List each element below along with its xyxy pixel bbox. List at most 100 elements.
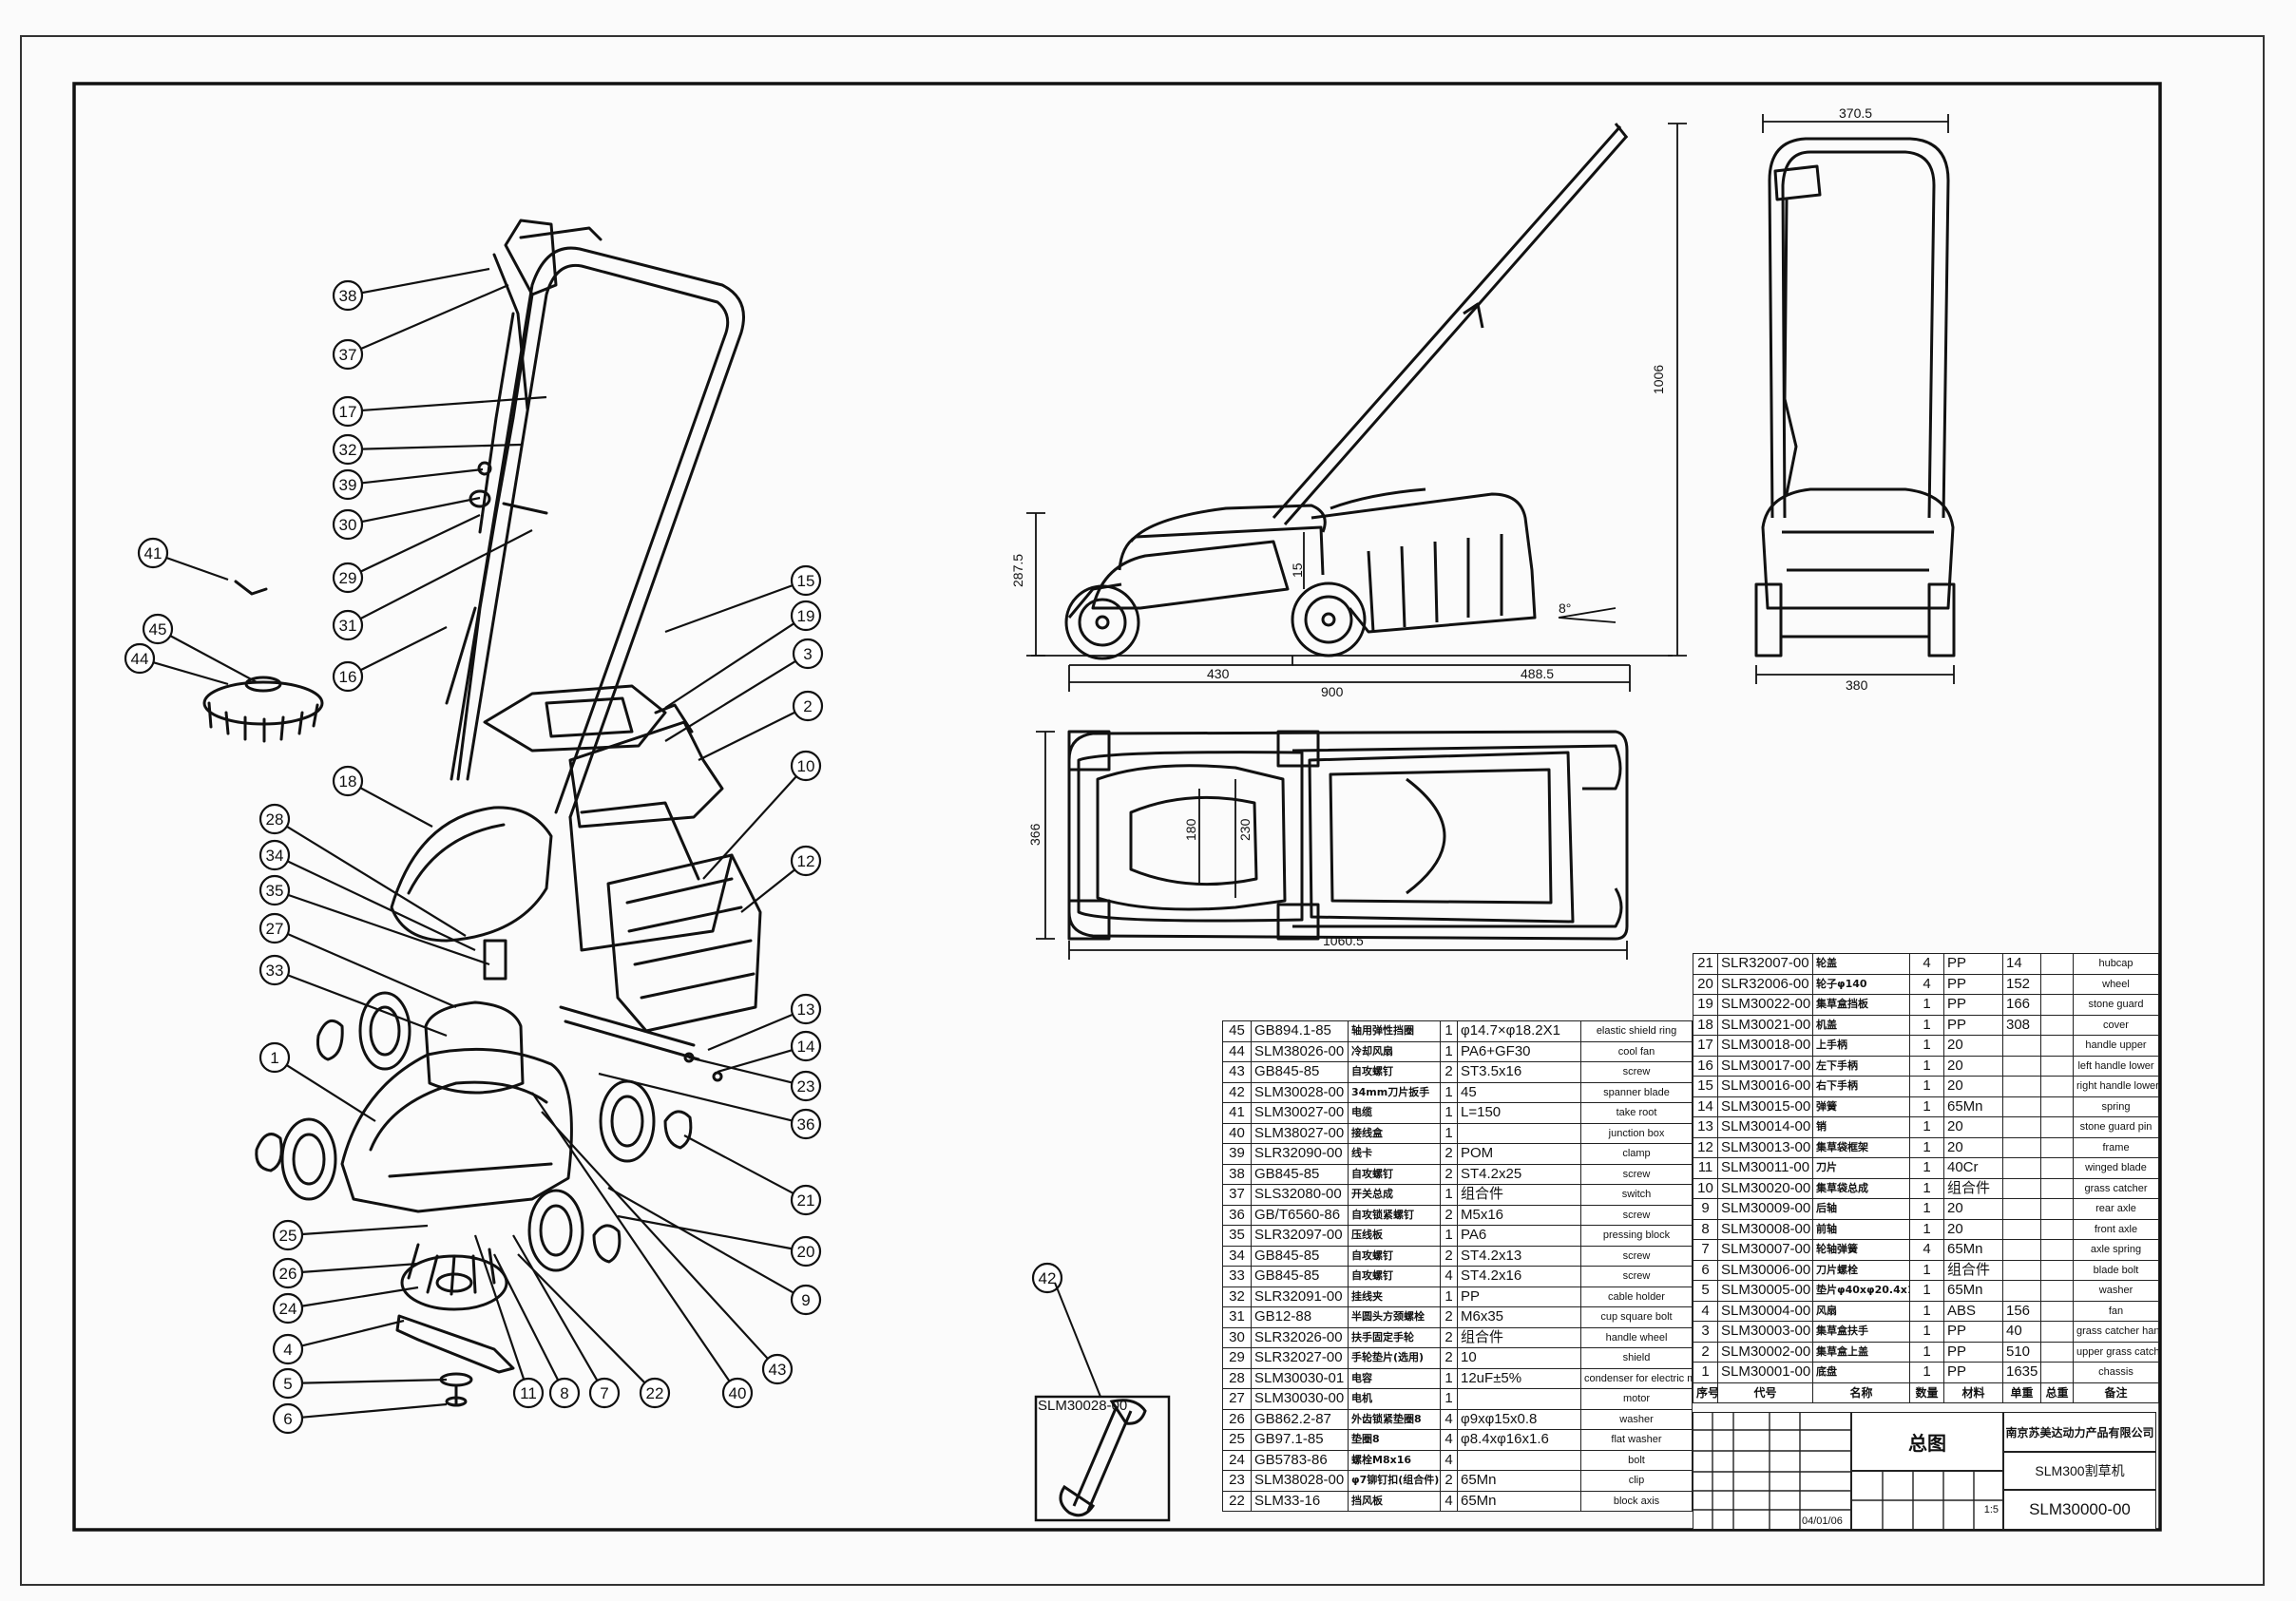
leader-line xyxy=(541,1111,769,1360)
front-view-dimensions xyxy=(1755,114,1955,684)
balloon-label: 20 xyxy=(797,1243,815,1261)
balloon-9: 9 xyxy=(607,1187,822,1316)
part-number: 6 xyxy=(1693,1259,1718,1281)
balloon-circle xyxy=(258,874,291,906)
part-weight xyxy=(2002,1259,2041,1281)
balloon-circle xyxy=(790,1235,822,1267)
balloon-label: 8 xyxy=(560,1384,568,1402)
balloon-circle xyxy=(332,338,364,371)
leader-line xyxy=(286,825,467,937)
part-qty: 2 xyxy=(1440,1143,1458,1165)
part-material: PA6+GF30 xyxy=(1457,1040,1581,1062)
part-description: flat washer xyxy=(1580,1429,1693,1451)
part-qty: 1 xyxy=(1909,1198,1944,1220)
part-material: M5x16 xyxy=(1457,1204,1581,1226)
part-qty: 2 xyxy=(1440,1470,1458,1492)
part-weight: 156 xyxy=(2002,1300,2041,1322)
part-description: pressing block xyxy=(1580,1225,1693,1247)
part-qty: 1 xyxy=(1909,1362,1944,1383)
part-material: ST3.5x16 xyxy=(1457,1061,1581,1083)
part-material: φ14.7×φ18.2X1 xyxy=(1457,1020,1581,1042)
part-material: PP xyxy=(1943,1362,2003,1383)
part-material: ST4.2x25 xyxy=(1457,1163,1581,1185)
leader-line xyxy=(301,1378,448,1384)
leader-line xyxy=(287,932,457,1009)
balloon-label: 44 xyxy=(131,650,149,668)
balloon-16: 16 xyxy=(332,626,448,693)
part-code: SLM30011-00 xyxy=(1717,1157,1813,1179)
part-description: condenser for electric motor xyxy=(1580,1367,1693,1389)
part-number: 44 xyxy=(1222,1040,1252,1062)
part-weight xyxy=(2002,1280,2041,1302)
part-code: GB5783-86 xyxy=(1251,1449,1349,1471)
part-code: SLM30017-00 xyxy=(1717,1055,1813,1077)
part-code: SLM30009-00 xyxy=(1717,1198,1813,1220)
balloon-19: 19 xyxy=(664,600,822,709)
balloon-27: 27 xyxy=(258,912,457,1009)
balloon-41: 41 xyxy=(137,537,229,581)
balloon-label: 37 xyxy=(339,346,357,364)
part-number: 41 xyxy=(1222,1102,1252,1124)
part-name: 轴用弹性挡圈 xyxy=(1348,1020,1441,1042)
balloon-label: 25 xyxy=(279,1227,297,1245)
part-code: SLR32006-00 xyxy=(1717,973,1813,995)
part-number: 4 xyxy=(1693,1300,1718,1322)
leader-line xyxy=(301,1319,405,1347)
part-number: 33 xyxy=(1222,1266,1252,1287)
part-weight xyxy=(2002,1076,2041,1097)
part-code: SLM38026-00 xyxy=(1251,1040,1349,1062)
part-qty: 1 xyxy=(1440,1102,1458,1124)
part-name: 自攻螺钉 xyxy=(1348,1245,1441,1267)
part-code: SLM30001-00 xyxy=(1717,1362,1813,1383)
part-description: shield xyxy=(1580,1347,1693,1369)
part-number: 32 xyxy=(1222,1286,1252,1307)
header-name: 名称 xyxy=(1812,1382,1910,1403)
part-name: 冷却风扇 xyxy=(1348,1040,1441,1062)
balloon-circle xyxy=(790,1070,822,1102)
leader-line xyxy=(361,395,547,412)
part-qty: 1 xyxy=(1909,1076,1944,1097)
part-total-weight xyxy=(2040,953,2074,975)
part-material: POM xyxy=(1457,1143,1581,1165)
part-number: 39 xyxy=(1222,1143,1252,1165)
part-material: PP xyxy=(1943,1014,2003,1036)
balloon-5: 5 xyxy=(272,1367,448,1400)
dim-top-inner2: 230 xyxy=(1237,818,1253,841)
part-description: elastic shield ring xyxy=(1580,1020,1693,1042)
part-code: SLM30018-00 xyxy=(1717,1035,1813,1057)
part-name: 集草盒挡板 xyxy=(1812,994,1910,1016)
part-weight xyxy=(2002,1157,2041,1179)
part-qty: 1 xyxy=(1440,1122,1458,1144)
part-number: 19 xyxy=(1693,994,1718,1016)
part-description: left handle lower xyxy=(2073,1055,2159,1077)
balloon-45: 45 xyxy=(142,613,258,683)
part-name: 机盖 xyxy=(1812,1014,1910,1036)
part-qty: 1 xyxy=(1909,1096,1944,1117)
part-number: 15 xyxy=(1693,1076,1718,1097)
balloon-circle xyxy=(124,642,156,675)
part-name: 轮轴弹簧 xyxy=(1812,1239,1910,1261)
part-code: SLM30006-00 xyxy=(1717,1259,1813,1281)
balloon-circle xyxy=(790,845,822,877)
part-description: blade bolt xyxy=(2073,1259,2159,1281)
part-description: axle spring xyxy=(2073,1239,2159,1261)
part-description: spanner blade xyxy=(1580,1081,1693,1103)
part-description: right handle lower xyxy=(2073,1076,2159,1097)
header-mat: 材料 xyxy=(1943,1382,2003,1403)
part-qty: 1 xyxy=(1909,994,1944,1016)
part-qty: 4 xyxy=(1909,973,1944,995)
balloon-label: 43 xyxy=(769,1361,787,1379)
balloon-circle xyxy=(258,1041,291,1074)
